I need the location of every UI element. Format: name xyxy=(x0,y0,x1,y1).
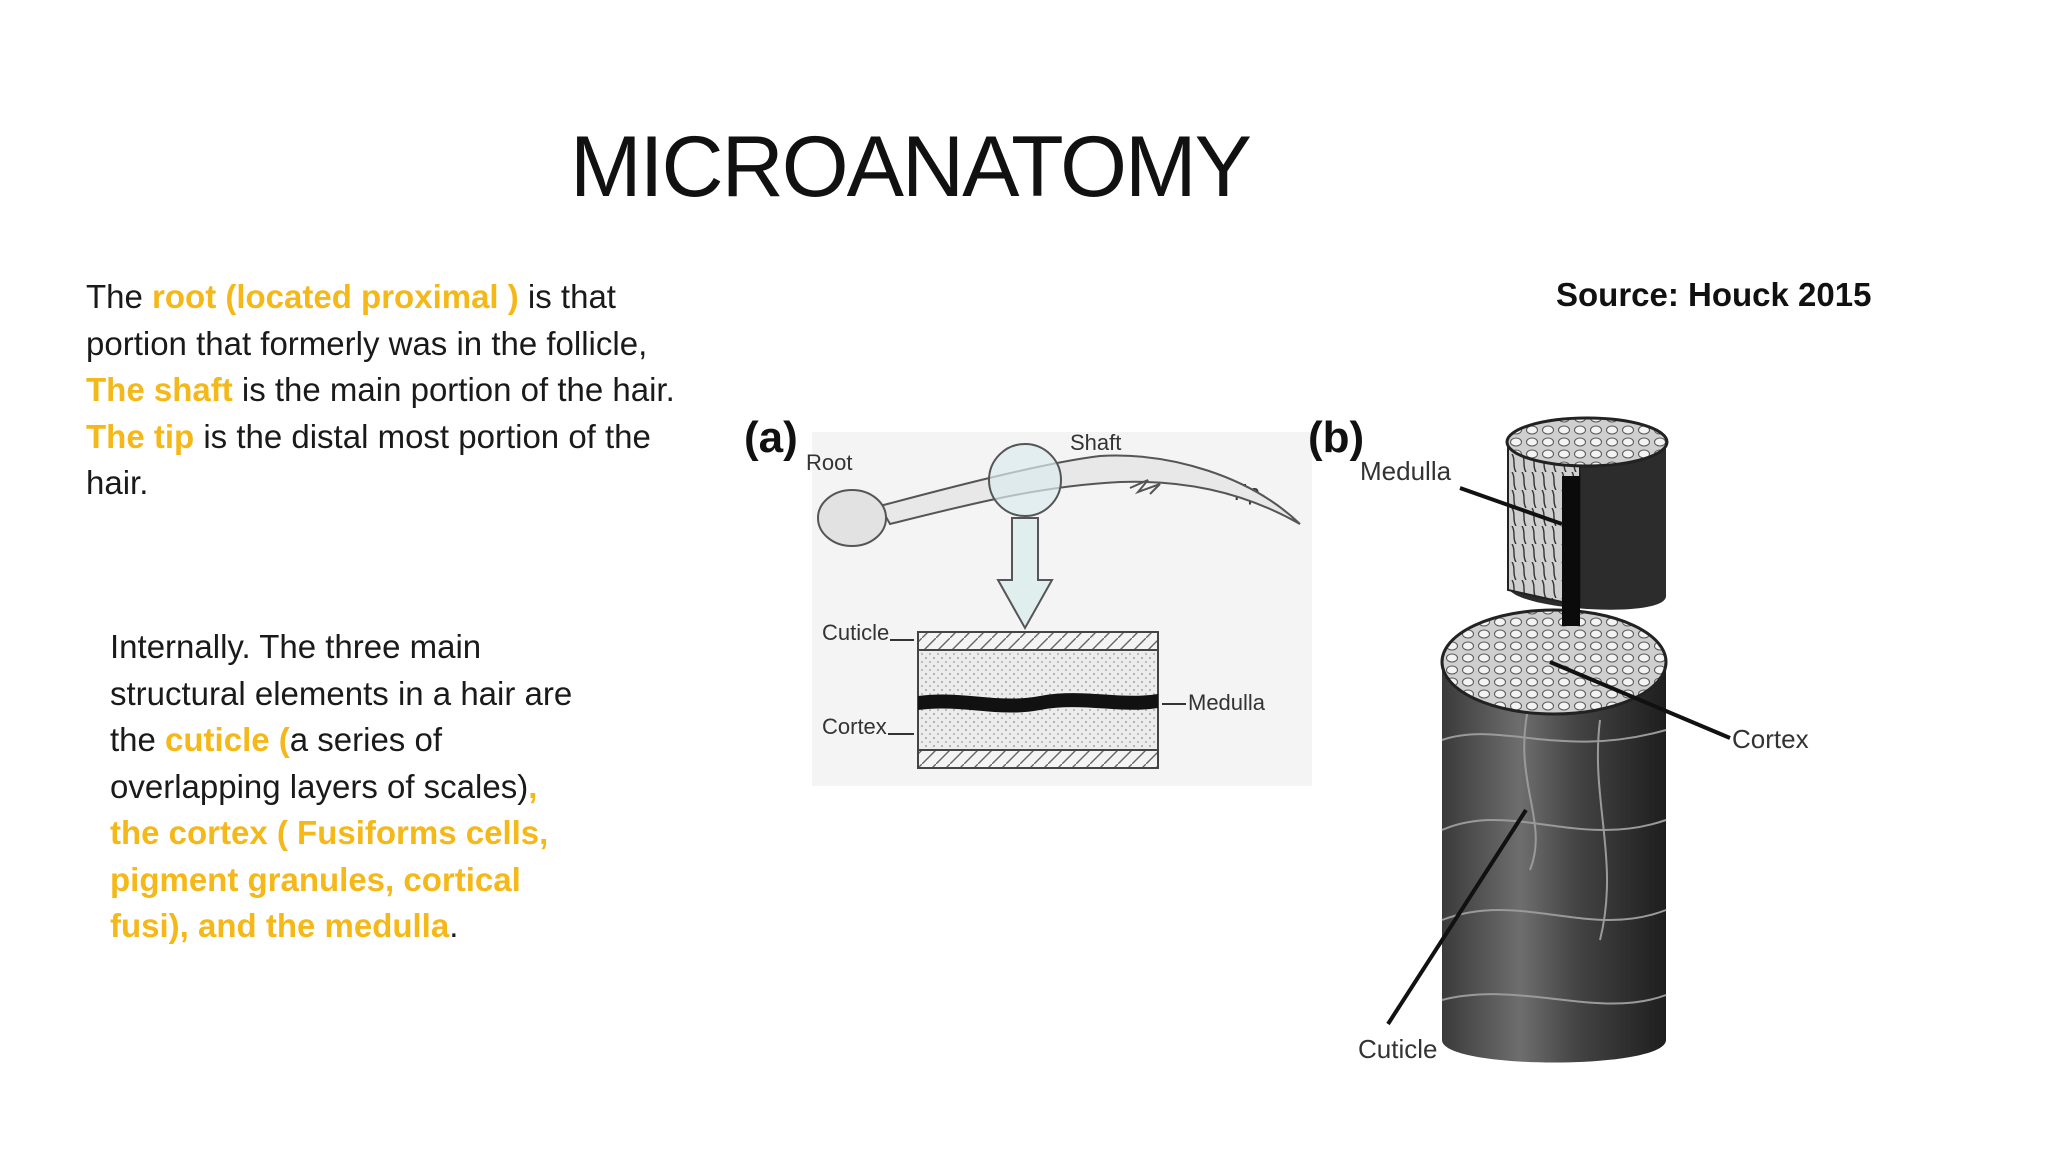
figure-a-label: (a) xyxy=(744,413,798,462)
medulla-band xyxy=(918,693,1158,713)
para1-text-3: is the main portion of the hair. xyxy=(232,371,675,408)
para1-highlight-root: root (located proximal ) xyxy=(152,278,519,315)
para2-text-2: a series of overlapping layers of scales… xyxy=(110,721,529,805)
figure-b-cortex-label: Cortex xyxy=(1732,724,1809,754)
figure-a-shaft-label: Shaft xyxy=(1070,430,1121,455)
hair-cylinder-body xyxy=(1442,660,1666,1063)
hair-parts-paragraph: The root (located proximal ) is that por… xyxy=(86,274,686,507)
para2-text-1: Internally. The three main structural el… xyxy=(110,628,573,758)
figure-a-hair-diagram: (a) Root Shaft Tip Cuticle Cortex Medull… xyxy=(744,413,1312,786)
figure-b-cuticle-label: Cuticle xyxy=(1358,1034,1437,1064)
magnifier-circle xyxy=(988,443,1062,517)
para1-highlight-shaft: The shaft xyxy=(86,371,233,408)
para2-text-3: . xyxy=(449,907,459,944)
slide-title: MICROANATOMY xyxy=(570,119,1252,215)
figure-a-root-label: Root xyxy=(806,450,852,475)
cuticle-scale-lines xyxy=(1441,699,1667,1005)
source-citation: Source: Houck 2015 xyxy=(1556,276,1872,313)
hair-break-zigzag xyxy=(1129,479,1161,495)
hair-root-bulb xyxy=(817,489,887,547)
medulla-core xyxy=(1562,476,1580,626)
figure-b-label: (b) xyxy=(1308,413,1364,462)
figure-b-hair-cutaway: (b) Medulla Cortex Cuticle xyxy=(1308,413,1809,1064)
cuticle-pointer-b xyxy=(1386,808,1528,1026)
para1-text-1: The xyxy=(86,278,153,315)
cuticle-bottom-band xyxy=(917,749,1159,769)
magnify-arrow xyxy=(996,517,1054,631)
para1-text-2: is that portion that formerly was in the… xyxy=(86,278,648,362)
medulla-pointer-b xyxy=(1459,486,1563,526)
para1-text-4: is the distal most portion of the hair. xyxy=(86,417,651,502)
figure-a-medulla-label: Medulla xyxy=(1188,690,1266,715)
figure-a-cuticle-label: Cuticle xyxy=(822,620,889,645)
figure-a-cortex-label: Cortex xyxy=(822,714,887,739)
figure-b-medulla-label: Medulla xyxy=(1360,456,1452,486)
para1-highlight-tip: The tip xyxy=(86,417,195,455)
upper-cross-section xyxy=(1505,416,1669,468)
cortex-pointer-b xyxy=(1549,660,1731,740)
para2-highlight-cortex-medulla: , the cortex ( Fusiforms cells, pigment … xyxy=(110,767,549,945)
internal-structure-paragraph: Internally. The three main structural el… xyxy=(110,624,590,950)
para2-highlight-cuticle: cuticle ( xyxy=(165,721,290,758)
cuticle-top-band xyxy=(917,631,1159,651)
